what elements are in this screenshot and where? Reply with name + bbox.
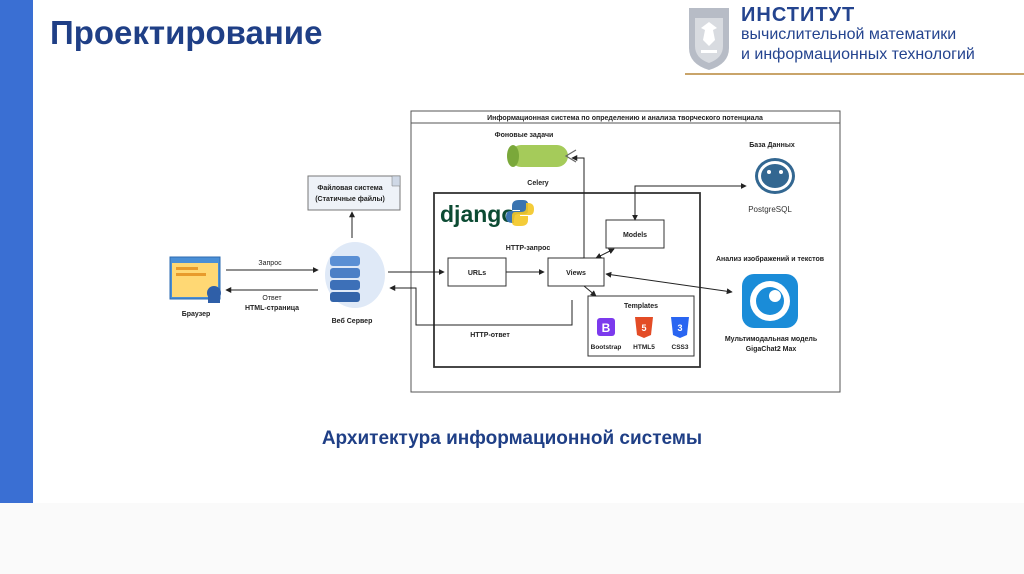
css3-icon: 3 xyxy=(671,317,689,338)
model-line2: GigaChat2 Max xyxy=(746,346,797,353)
urls-box xyxy=(447,257,507,287)
analysis-label: Анализ изображений и текстов xyxy=(716,255,825,263)
response-label: Ответ xyxy=(262,295,282,302)
background-tasks-label: Фоновые задачи xyxy=(495,132,554,139)
database-label: База Данных xyxy=(749,142,795,149)
celery-icon xyxy=(507,145,577,167)
http-request-label: HTTP-запрос xyxy=(506,245,551,252)
python-icon xyxy=(506,200,534,226)
celery-label: Celery xyxy=(527,180,549,187)
logo-underline xyxy=(685,73,1024,75)
response-sub-label: HTML-страница xyxy=(245,305,299,312)
bottom-strip xyxy=(0,503,1024,574)
model-line1: Мультимодальная модель xyxy=(725,336,818,343)
urls-label: URLs xyxy=(468,270,486,277)
views-label: Views xyxy=(566,270,586,277)
institute-logo: ИНСТИТУТ вычислительной математики и инф… xyxy=(685,4,1024,76)
gigachat-icon xyxy=(742,274,798,328)
institute-name-line2: вычислительной математики xyxy=(741,26,957,43)
models-label: Models xyxy=(623,232,647,239)
institute-name: ИНСТИТУТ вычислительной математики и инф… xyxy=(741,5,975,65)
files-line1: Файловая система xyxy=(317,184,382,192)
django-logo: django xyxy=(440,201,515,227)
svg-text:3: 3 xyxy=(677,323,682,333)
page-title: Проектирование xyxy=(50,14,323,51)
institute-name-line1: ИНСТИТУТ xyxy=(741,4,856,26)
system-title: Информационная система по определению и … xyxy=(487,115,763,122)
institute-emblem-icon xyxy=(689,8,729,70)
diagram-caption: Архитектура информационной системы xyxy=(321,428,703,449)
request-label: Запрос xyxy=(258,260,282,267)
postgres-label: PostgreSQL xyxy=(748,205,792,214)
files-line2: (Статичные файлы) xyxy=(315,195,385,203)
web-server-icon xyxy=(325,242,385,308)
html5-label: HTML5 xyxy=(633,344,655,351)
svg-text:5: 5 xyxy=(641,323,646,333)
browser-icon xyxy=(169,256,221,303)
file-system-box xyxy=(307,175,401,211)
institute-name-line3: и информационных технологий xyxy=(741,46,975,63)
css3-label: CSS3 xyxy=(672,344,689,351)
browser-label: Браузер xyxy=(182,311,211,318)
views-box xyxy=(547,257,605,287)
templates-label: Templates xyxy=(624,303,658,310)
accent-bar xyxy=(0,0,33,503)
html5-icon: 5 xyxy=(635,317,653,338)
bootstrap-icon: B xyxy=(597,318,615,336)
http-response-label: HTTP-ответ xyxy=(470,332,510,339)
postgresql-icon xyxy=(755,158,795,194)
svg-text:B: B xyxy=(602,321,611,335)
webserver-label: Веб Сервер xyxy=(332,317,373,325)
bootstrap-label: Bootstrap xyxy=(591,344,622,351)
